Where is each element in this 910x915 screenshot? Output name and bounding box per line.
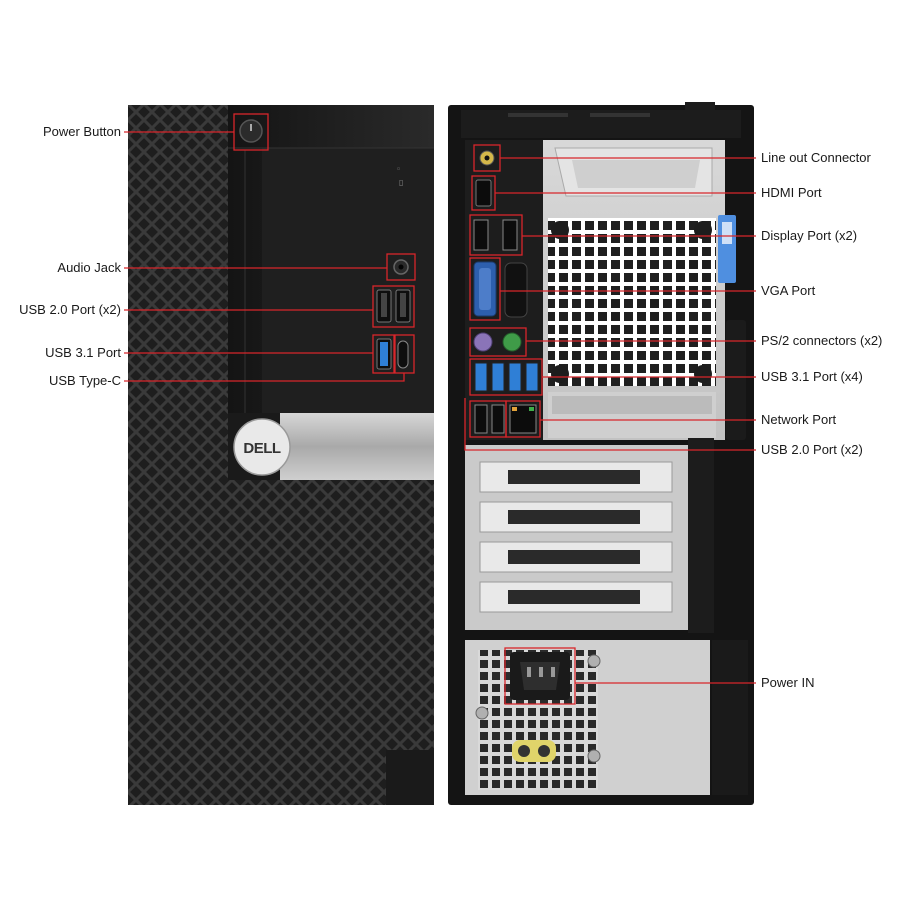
- svg-text:◦: ◦: [396, 165, 401, 175]
- usb31-port-icon: [474, 362, 488, 392]
- front-foot: [386, 750, 434, 805]
- label-hdmi: HDMI Port: [761, 185, 822, 200]
- dell-logo-badge: [233, 418, 291, 476]
- label-line-out: Line out Connector: [761, 150, 871, 165]
- power-supply: [465, 640, 748, 795]
- usb20-port-icon: [474, 404, 488, 434]
- label-usb20-rear: USB 2.0 Port (x2): [761, 442, 863, 457]
- usb31-port-icon: [508, 362, 522, 392]
- label-vga: VGA Port: [761, 283, 816, 298]
- label-power-in: Power IN: [761, 675, 815, 690]
- callout-lines: [124, 113, 756, 705]
- usb31-port-icon: [525, 362, 539, 392]
- ps2-keyboard-icon: [502, 332, 522, 352]
- label-ps2: PS/2 connectors (x2): [761, 333, 883, 348]
- usb-type-c-icon: [397, 340, 409, 369]
- label-power-button: Power Button: [42, 124, 121, 139]
- label-audio-jack: Audio Jack: [57, 260, 121, 275]
- label-usb20-front: USB 2.0 Port (x2): [19, 302, 121, 317]
- fan-grill: [548, 218, 716, 386]
- hdmi-port-icon: [475, 179, 492, 207]
- usb31-port-icon: [491, 362, 505, 392]
- rear-panel: [448, 102, 754, 805]
- displayport-icon: [502, 219, 518, 251]
- usb20-port-icon: [491, 404, 505, 434]
- displayport-icon: [473, 219, 489, 251]
- label-network: Network Port: [761, 412, 837, 427]
- front-panel: ▯ ◦ DELL: [128, 105, 434, 805]
- expansion-slots: [465, 438, 714, 633]
- label-displayport: Display Port (x2): [761, 228, 858, 243]
- front-mesh-left: [128, 105, 228, 805]
- label-usb-type-c: USB Type-C: [48, 373, 121, 388]
- dell-logo-text: DELL: [243, 440, 281, 457]
- ps2-mouse-icon: [473, 332, 493, 352]
- label-usb31-rear: USB 3.1 Port (x4): [761, 369, 863, 384]
- hdd-indicator-icon: ▯: [399, 178, 403, 187]
- label-usb31-front: USB 3.1 Port: [45, 345, 121, 360]
